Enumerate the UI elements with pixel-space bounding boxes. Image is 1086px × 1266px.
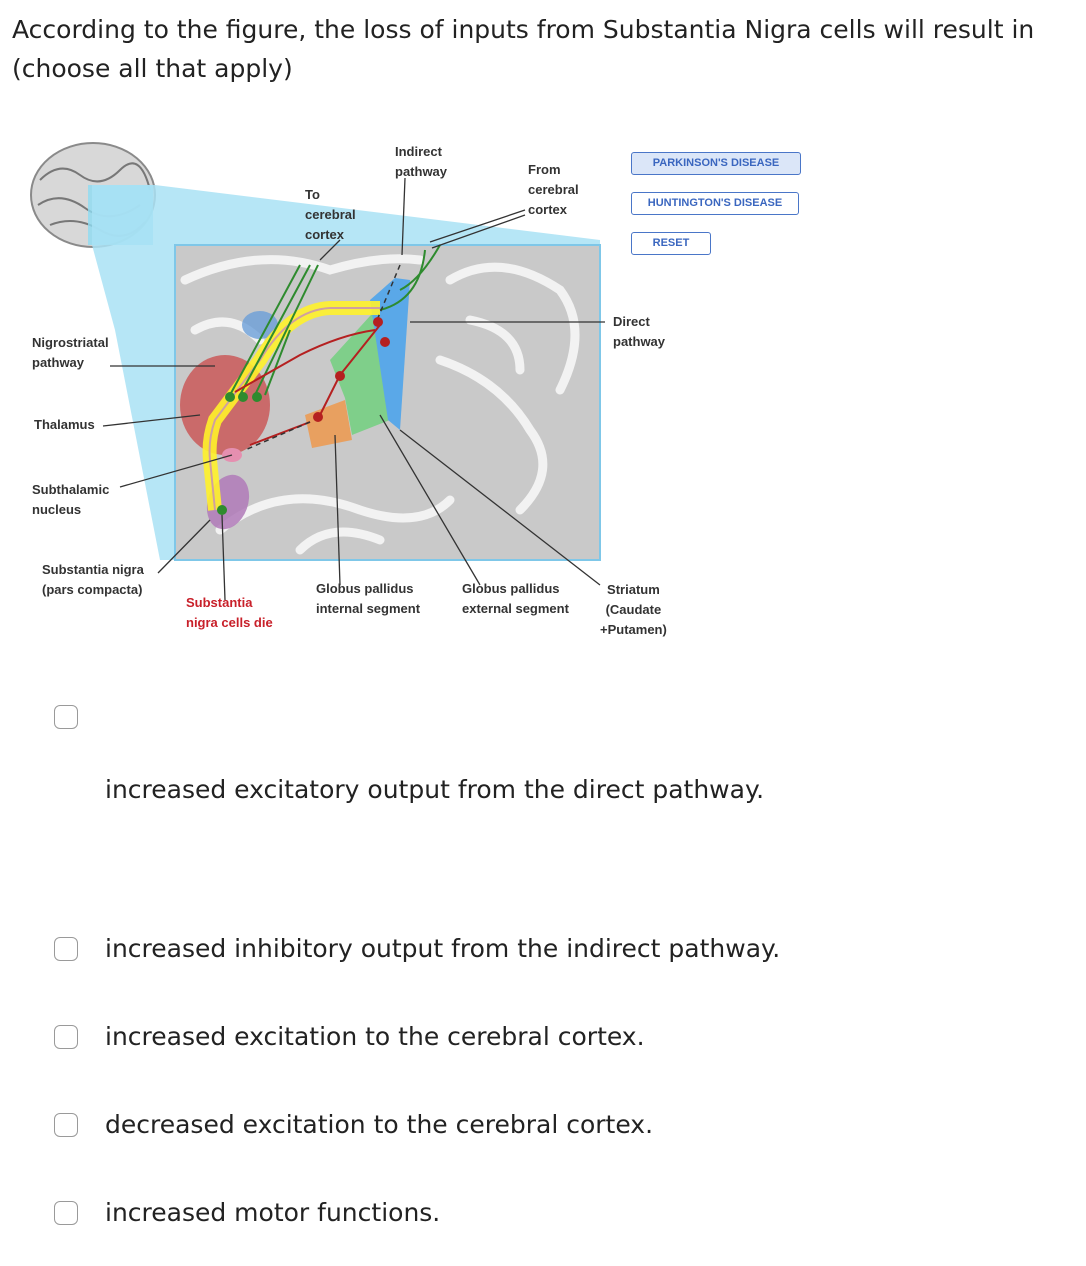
option-4-label[interactable]: decreased excitation to the cerebral cor… <box>105 1110 654 1139</box>
label-gp-internal: Globus pallidus internal segment <box>316 581 421 616</box>
indirect-dash <box>374 264 401 326</box>
gp-external-region <box>330 305 390 435</box>
parkinsons-disease-button[interactable]: PARKINSON'S DISEASE <box>631 152 801 175</box>
label-from-cortex: From cerebral cortex <box>528 162 579 217</box>
reset-button[interactable]: RESET <box>631 232 711 255</box>
option-5-checkbox[interactable] <box>54 1201 78 1225</box>
brain-diagram <box>30 142 605 601</box>
huntingtons-disease-button[interactable]: HUNTINGTON'S DISEASE <box>631 192 799 215</box>
option-5-label[interactable]: increased motor functions. <box>105 1198 441 1227</box>
label-direct-pathway: Direct pathway <box>613 314 666 349</box>
label-sn-cells-die: Substantia nigra cells die <box>186 595 273 630</box>
nigrostriatal-pathway-axon <box>208 307 380 511</box>
leader-lines <box>102 177 605 601</box>
label-indirect-pathway: Indirect pathway <box>395 144 448 179</box>
projection-left <box>92 245 175 560</box>
option-4-checkbox[interactable] <box>54 1113 78 1137</box>
label-substantia-nigra: Substantia nigra (pars compacta) <box>42 562 144 597</box>
basal-ganglia-figure: Indirect pathway From cerebral cortex To… <box>0 130 820 650</box>
question-text: According to the figure, the loss of inp… <box>12 15 1035 83</box>
option-3-checkbox[interactable] <box>54 1025 78 1049</box>
label-subthalamic-nucleus: Subthalamic nucleus <box>32 482 110 517</box>
gp-internal-region <box>305 400 352 448</box>
option-1-label[interactable]: increased excitatory output from the dir… <box>105 775 765 804</box>
projection-top <box>92 185 600 245</box>
label-to-cortex: To cerebral cortex <box>305 187 356 242</box>
label-striatum: Striatum (Caudate +Putamen) <box>600 582 667 637</box>
label-nigrostriatal-pathway: Nigrostriatal pathway <box>32 335 109 370</box>
ventricle <box>242 311 278 339</box>
neuron-dots <box>217 317 390 515</box>
option-2-checkbox[interactable] <box>54 937 78 961</box>
label-thalamus: Thalamus <box>34 417 95 432</box>
option-3-label[interactable]: increased excitation to the cerebral cor… <box>105 1022 645 1051</box>
striatum-region <box>370 278 410 430</box>
direct-pathway-lines <box>229 244 441 396</box>
subthalamic-dash <box>244 421 311 451</box>
option-2-label[interactable]: increased inhibitory output from the ind… <box>105 934 781 963</box>
option-1-checkbox[interactable] <box>54 705 78 729</box>
label-gp-external: Globus pallidus external segment <box>462 581 569 616</box>
